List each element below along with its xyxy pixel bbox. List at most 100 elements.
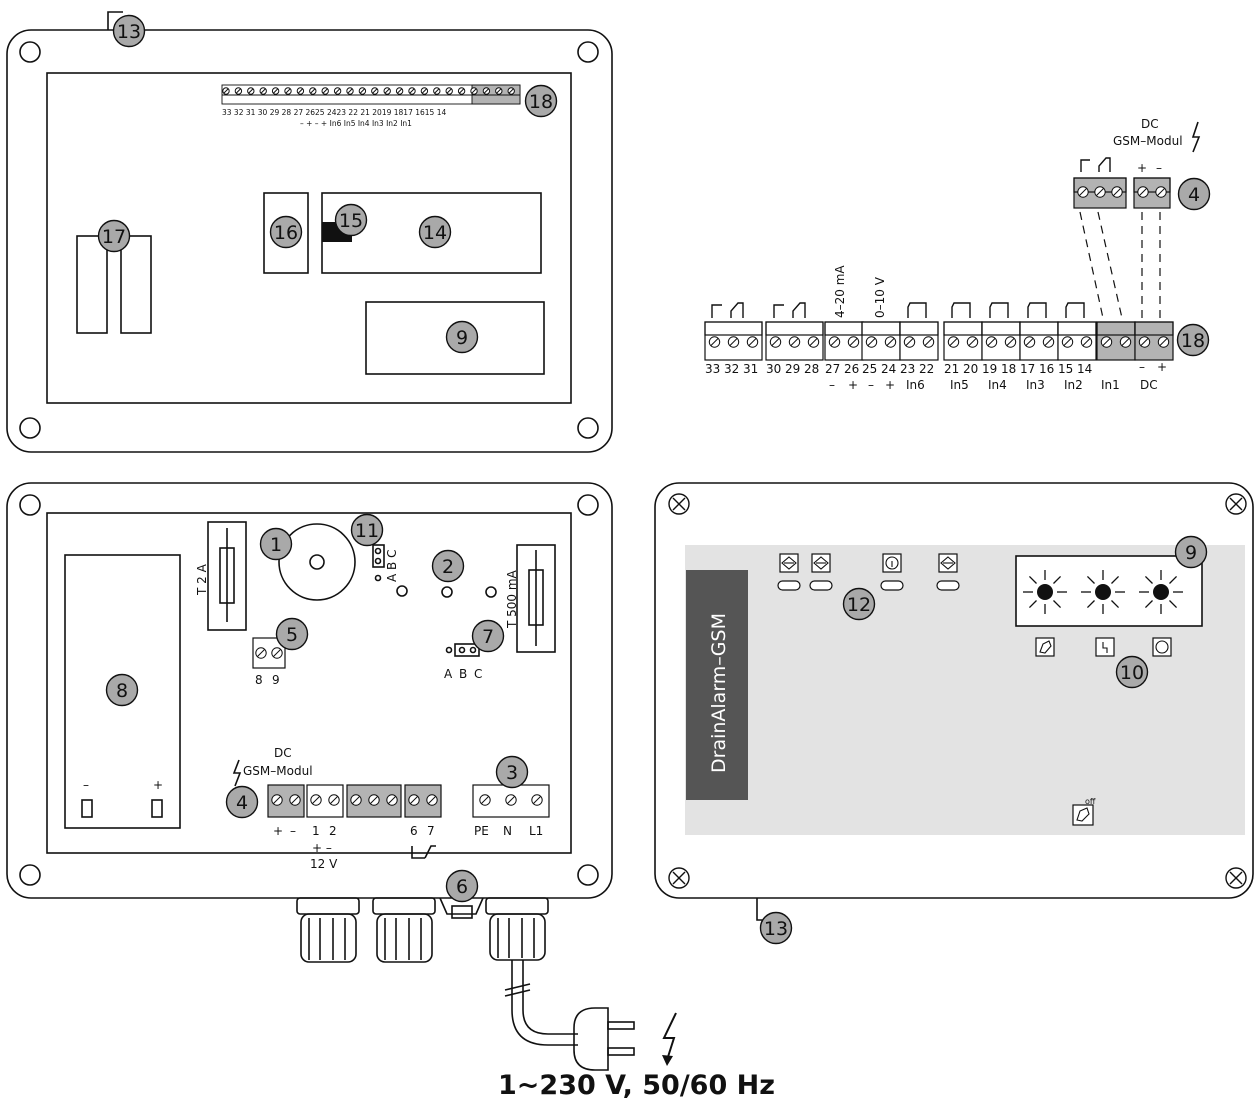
led-board: [365, 301, 545, 375]
terminal-screw: [922, 336, 935, 348]
callout-badge: 4: [225, 785, 259, 819]
term-4-minus: –: [290, 824, 296, 838]
terminal-screw: [985, 336, 998, 348]
mains-plug: [573, 1007, 609, 1071]
terminal-number: 18: [1001, 362, 1016, 376]
lid-screw: [668, 867, 690, 889]
battery-terminal-minus: [81, 799, 93, 818]
term-8: 8: [255, 673, 263, 687]
terminal-number: 26: [844, 362, 859, 376]
terminal-number: 27: [825, 362, 840, 376]
status-leds: [1023, 570, 1183, 614]
terminal-number: 21: [944, 362, 959, 376]
terminal-number: 15: [1058, 362, 1073, 376]
terminal-number: 19: [982, 362, 997, 376]
cable-gland-1: [296, 897, 360, 915]
terminal-screw: [1138, 336, 1151, 348]
svg-text:17: 17: [102, 226, 126, 248]
callout-badge: 8: [105, 673, 139, 707]
terminal-screw: [1155, 186, 1167, 198]
terminal-screw: [426, 794, 438, 806]
terminal-screw: [1004, 336, 1017, 348]
callout-badge: 3: [495, 755, 529, 789]
callout-badge: 4: [1177, 177, 1211, 211]
top-terminal-strip: [221, 84, 521, 105]
terminal-number: 17: [1020, 362, 1035, 376]
terminal-screw: [1100, 336, 1113, 348]
svg-text:18: 18: [1181, 330, 1205, 352]
terminal-screw: [408, 794, 420, 806]
status-led: [1023, 570, 1067, 614]
svg-text:2: 2: [442, 556, 454, 578]
terminal-screw: [828, 336, 841, 348]
terminal-number: 30: [766, 362, 781, 376]
lid-screws: [668, 493, 1247, 889]
terminal-number: 25: [862, 362, 877, 376]
component-16: [263, 192, 309, 274]
gsm-plus: +: [1137, 161, 1147, 175]
terminal-screw: [531, 794, 543, 806]
main-gsm-dc: DC: [274, 746, 292, 760]
callout-badge: 5: [275, 617, 309, 651]
callout-badge: 6: [445, 869, 479, 903]
terminal-number: 33: [705, 362, 720, 376]
terminal-screw: [350, 794, 362, 806]
relay-right: [120, 235, 152, 334]
terminal-screw: [328, 794, 340, 806]
svg-text:15: 15: [339, 210, 363, 232]
terminal-screw: [309, 87, 317, 95]
term-n: N: [503, 824, 512, 838]
terminal-screw: [1094, 186, 1106, 198]
terminal-screw: [271, 647, 283, 659]
terminal-screw: [884, 336, 897, 348]
top-terminal-numbers: 33 32 31 30 29 28 27 2625 2423 22 21 201…: [222, 108, 446, 117]
callout-badge: 9: [445, 320, 479, 354]
term-12-polarity: + –: [312, 841, 332, 855]
term-1: 1: [312, 824, 320, 838]
terminal-sub-label: +: [848, 378, 858, 392]
terminal-number: 20: [963, 362, 978, 376]
terminal-screw: [746, 336, 759, 348]
terminal-sub-label: In4: [988, 378, 1007, 392]
terminal-screw: [383, 87, 391, 95]
cable-gland-3: [485, 897, 549, 915]
range-label-4-20: 4–20 mA: [833, 265, 847, 318]
svg-text:4: 4: [236, 792, 248, 814]
terminal-number: 23: [900, 362, 915, 376]
gsm-dashed-leads: [1079, 211, 1161, 319]
callout-badge: 13: [112, 14, 146, 48]
battery-minus: –: [83, 778, 89, 792]
brand-label: DrainAlarm–GSM: [708, 613, 730, 773]
terminal-screw: [505, 794, 517, 806]
top-terminal-signs: – + – + In6 In5 In4 In3 In2 In1: [300, 119, 412, 128]
terminal-screw: [271, 794, 283, 806]
gsm-relay-symbol: [1080, 157, 1111, 172]
svg-text:1: 1: [270, 534, 282, 556]
jumper11-label: A B C: [385, 550, 399, 582]
callout-badge: 13: [759, 911, 793, 945]
bell-off-button[interactable]: [1072, 804, 1094, 826]
terminal-screw: [296, 87, 305, 95]
upper-housing: [6, 11, 613, 453]
terminal-screw: [1157, 336, 1170, 348]
callout-badge: 10: [1115, 655, 1149, 689]
terminal-screw: [479, 794, 491, 806]
terminal-screw: [1119, 336, 1132, 348]
terminal-number: 16: [1039, 362, 1054, 376]
gsm-dc: DC: [1141, 117, 1159, 131]
terminal-screw: [1077, 186, 1089, 198]
terminal-screw: [1080, 336, 1093, 348]
main-board-screws: [255, 647, 543, 806]
fuse-t2a-label: T 2 A: [195, 563, 209, 596]
callout-badge: 18: [524, 84, 558, 118]
terminal-number: 31: [743, 362, 758, 376]
main-gsm-name: GSM–Modul: [243, 764, 313, 778]
terminal-screw: [903, 336, 916, 348]
terminal-screw: [445, 87, 453, 95]
terminal-screw: [482, 87, 491, 95]
lightning-icon: [232, 759, 242, 787]
terminal-screw: [222, 87, 230, 95]
jumper7-label-b: B: [459, 667, 467, 681]
